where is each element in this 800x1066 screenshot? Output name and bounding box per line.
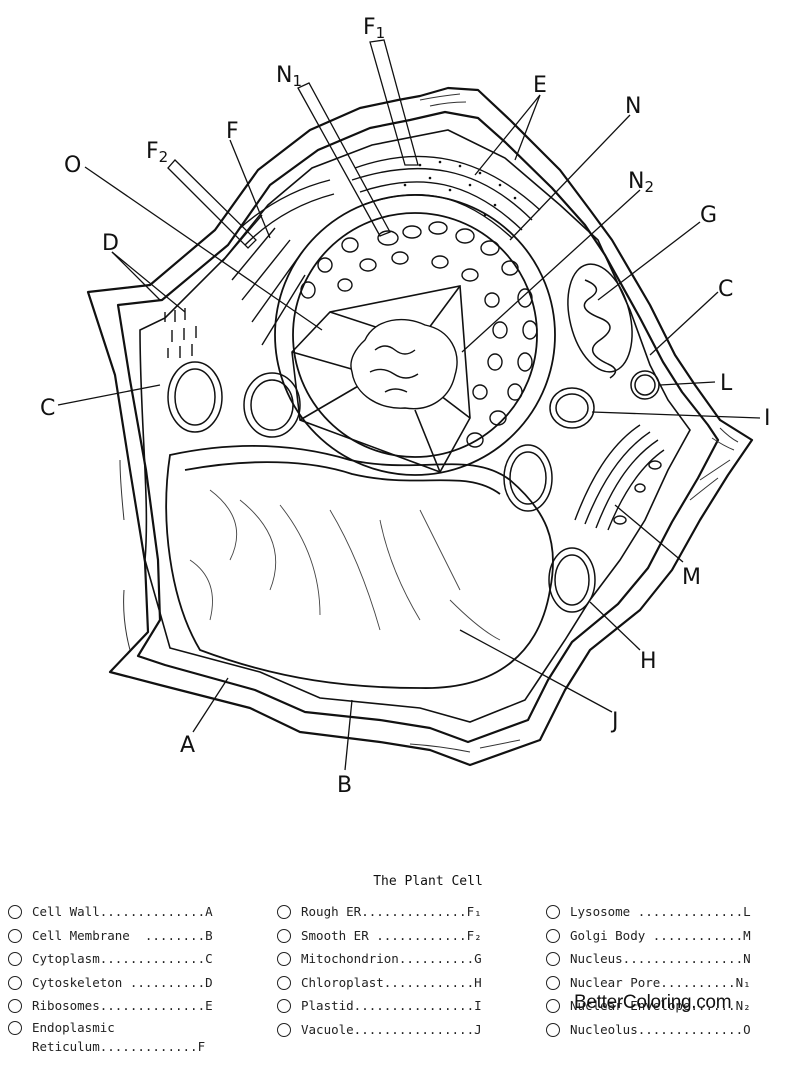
legend-item-text: Cell Membrane ........B [32,927,213,943]
legend-item-text: Endoplasmic Reticulum.............F [32,1019,206,1054]
legend-row[interactable]: Ribosomes..............E [8,994,213,1018]
label-n2: N2 [628,169,654,196]
cell-wall-outer [86,86,754,767]
diagram-labels: F1 N1 E N N2 F2 F O G D C L C I M H J A … [40,15,771,798]
label-o: O [64,153,81,178]
legend-item-text: Plastid................I [301,998,482,1014]
checkbox-circle-icon[interactable] [546,928,560,943]
legend-row[interactable]: Chloroplast............H [277,971,482,995]
nuclear-pores [300,221,538,448]
ribosome-dots [403,160,517,217]
legend-item-text: Lysosome ..............L [570,904,751,919]
label-f2: F2 [146,139,168,166]
mitochondrion [567,263,633,379]
checkbox-circle-icon[interactable] [8,975,22,990]
label-e: E [533,73,547,98]
legend-row[interactable]: Nucleus................N [546,947,751,971]
legend-row[interactable]: Nuclear Pore..........N₁ [546,971,751,995]
vacuole [165,445,554,689]
checkbox-circle-icon[interactable] [277,1022,291,1037]
legend-item-text: Nuclear Pore..........N₁ [570,974,751,990]
label-b: B [337,773,352,798]
label-g: G [700,203,717,228]
legend-row[interactable]: Vacuole................J [277,1018,482,1042]
label-j: J [610,709,619,734]
checkbox-circle-icon[interactable] [277,999,291,1014]
checkbox-circle-icon[interactable] [8,1020,22,1035]
checkbox-circle-icon[interactable] [546,1022,560,1037]
nucleolus [350,318,458,410]
legend-row[interactable]: Cytoskeleton ..........D [8,971,213,995]
legend-row[interactable]: Mitochondrion..........G [277,947,482,971]
checkbox-circle-icon[interactable] [277,952,291,967]
legend-item-text: Ribosomes..............E [32,998,213,1014]
legend-row[interactable]: Plastid................I [277,994,482,1018]
leader-lines [57,39,761,771]
legend-row[interactable]: Cell Membrane ........B [8,924,213,948]
legend-row[interactable]: Cytoplasm..............C [8,947,213,971]
legend-row[interactable]: Smooth ER ............F₂ [277,924,482,948]
checkbox-circle-icon[interactable] [546,905,560,919]
label-m: M [682,565,701,590]
checkbox-circle-icon[interactable] [8,999,22,1014]
checkbox-circle-icon[interactable] [277,928,291,943]
legend-item-text: Nucleus................N [570,951,751,967]
label-c-left: C [40,396,55,421]
cell-wall-texture [119,93,739,753]
legend-item-text: Golgi Body ............M [570,927,751,943]
legend-row[interactable]: Nucleolus..............O [546,1018,751,1042]
label-h: H [640,649,657,674]
checkbox-circle-icon[interactable] [546,975,560,990]
label-d: D [102,231,119,256]
chloroplasts [167,361,596,613]
legend-item-text: Vacuole................J [301,1021,482,1037]
label-n: N [625,94,641,119]
rough-er [221,155,541,346]
legend-item-text: Cytoskeleton ..........D [32,974,213,990]
checkbox-circle-icon[interactable] [277,975,291,990]
label-n1: N1 [276,63,302,90]
checkbox-circle-icon[interactable] [8,952,22,967]
legend-item-text: Rough ER..............F₁ [301,904,482,919]
legend-item-text: Nucleolus..............O [570,1021,751,1037]
plastid [549,387,595,429]
legend-row[interactable]: Endoplasmic Reticulum.............F [8,1018,213,1056]
legend-row[interactable]: Lysosome ..............L [546,900,751,924]
legend-item-text: Chloroplast............H [301,974,482,990]
checkbox-circle-icon[interactable] [8,928,22,943]
plant-cell-diagram: F1 N1 E N N2 F2 F O G D C L C I M H J A … [40,15,771,798]
cytoskeleton [164,308,197,358]
golgi-body [574,424,665,531]
legend-item-text: Nuclear Envelope......N₂ [570,998,751,1014]
label-l: L [720,371,733,396]
label-a: A [180,733,195,758]
label-f1: F1 [363,15,385,42]
label-i: I [764,406,771,431]
label-c-right: C [718,277,733,302]
watermark: BetterColoring.com [574,992,732,1013]
legend-item-text: Cytoplasm..............C [32,951,213,967]
legend-column-2: Rough ER..............F₁ Smooth ER .....… [277,900,482,1042]
lysosome [630,370,660,400]
checkbox-circle-icon[interactable] [546,952,560,967]
legend-item-text: Cell Wall..............A [32,904,213,919]
label-f: F [226,119,239,144]
legend-row[interactable]: Golgi Body ............M [546,924,751,948]
legend-item-text: Mitochondrion..........G [301,951,482,967]
checkbox-circle-icon[interactable] [8,905,22,919]
legend-row[interactable]: Rough ER..............F₁ [277,900,482,924]
legend-title: The Plant Cell [373,874,483,889]
legend-column-1: Cell Wall..............A Cell Membrane .… [8,900,213,1056]
legend-row[interactable]: Nuclear Envelope......N₂ [546,994,751,1018]
vacuole-texture [189,489,501,641]
checkbox-circle-icon[interactable] [546,999,560,1014]
legend-column-3: Lysosome ..............L Golgi Body ....… [546,900,751,1042]
legend-item-text: Smooth ER ............F₂ [301,927,482,943]
cell-membrane [139,129,691,723]
legend-row[interactable]: Cell Wall..............A [8,900,213,924]
checkbox-circle-icon[interactable] [277,905,291,919]
